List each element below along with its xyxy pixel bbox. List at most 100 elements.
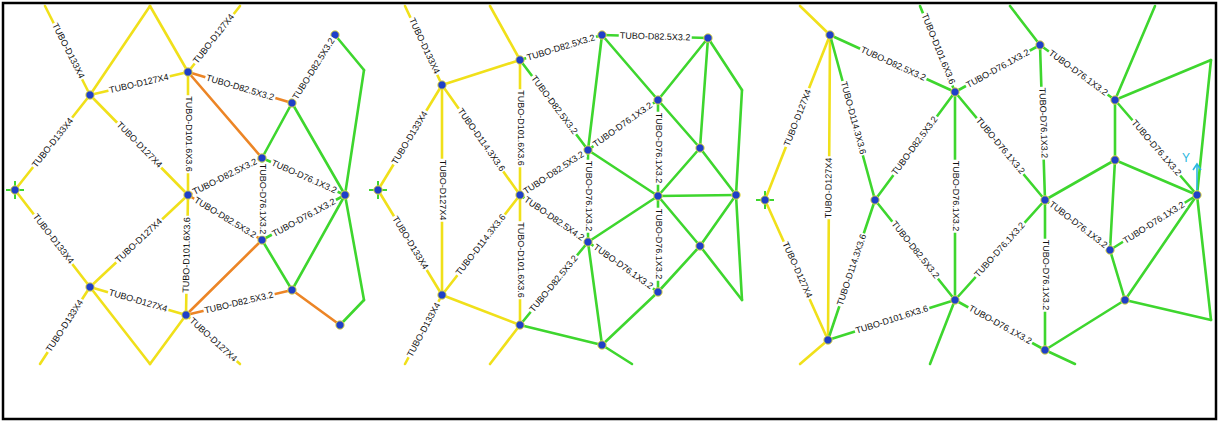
truss-member [186, 315, 240, 364]
truss-member [658, 196, 700, 246]
joint-dot [1121, 296, 1129, 304]
axis-arrow [1196, 164, 1198, 190]
joint-dot [584, 238, 592, 246]
joint-dot [184, 191, 192, 199]
truss-member [15, 95, 90, 190]
section-label: TUBO-D82.5X4.2 [522, 194, 587, 243]
section-label: TUBO-D133X4 [390, 213, 430, 271]
truss-member [188, 72, 292, 103]
truss-member [1045, 350, 1075, 364]
section-label: TUBO-D76.1X3.2 [1041, 239, 1050, 312]
joint-dot [1193, 191, 1201, 199]
section-label: TUBO-D76.1X3.2 [973, 115, 1026, 176]
truss-member [828, 200, 875, 340]
joint-dot [258, 236, 266, 244]
section-label: TUBO-D114.3X3.6 [838, 79, 867, 156]
truss-member [588, 100, 658, 150]
truss-member [262, 158, 345, 195]
section-label: TUBO-D101.6X3.6 [516, 89, 525, 167]
truss-member [90, 95, 188, 195]
truss-member [335, 35, 364, 70]
section-label: TUBO-D82.5X3.2 [619, 31, 692, 42]
joint-dot [336, 321, 344, 329]
joint-dot [86, 91, 94, 99]
section-label: TUBO-D101.6X3.6 [184, 95, 193, 173]
truss-member [490, 325, 520, 364]
section-label: TUBO-D76.1X3.2 [1120, 199, 1186, 245]
joint-dot [11, 186, 19, 194]
axis-label: Y [1182, 152, 1190, 164]
joint-dot [1111, 156, 1119, 164]
section-label: TUBO-D82.5X3.2 [529, 73, 580, 136]
truss-member [800, 6, 830, 35]
truss-member [588, 35, 602, 150]
section-label: TUBO-D76.1X3.2 [258, 163, 267, 236]
joint-dot [438, 291, 446, 299]
truss-member [1110, 160, 1115, 250]
joint-dot [584, 146, 592, 154]
section-label: TUBO-D76.1X3.2 [591, 242, 655, 291]
truss-member [955, 45, 1040, 92]
truss-member [658, 195, 736, 196]
truss-member [736, 90, 742, 195]
section-label: TUBO-D127X4 [782, 87, 813, 148]
section-label: TUBO-D82.5X3.2 [204, 73, 276, 102]
joint-dot [1036, 41, 1044, 49]
joint-dot [1041, 346, 1049, 354]
section-label: TUBO-D76.1X3.2 [584, 160, 593, 233]
truss-member [602, 292, 658, 345]
truss-member [1110, 250, 1125, 300]
truss-member [588, 196, 658, 242]
section-label: TUBO-D76.1X3.2 [654, 112, 663, 185]
truss-member [520, 195, 588, 242]
truss-member [490, 6, 520, 60]
truss-member [1197, 60, 1211, 195]
truss-member [1114, 100, 1117, 160]
section-label: TUBO-D127X4 [191, 12, 237, 67]
joint-dot [598, 31, 606, 39]
truss-member [658, 148, 700, 196]
section-label: TUBO-D101.6X3.6 [182, 216, 192, 294]
section-label: TUBO-D82.5X3.2 [890, 114, 940, 178]
truss-member [520, 242, 588, 325]
truss-member [700, 148, 736, 195]
section-label: TUBO-D101.6X3.6 [853, 304, 930, 336]
truss-member [588, 242, 658, 292]
truss-member [378, 190, 442, 295]
truss-member [520, 60, 588, 150]
truss-member [262, 240, 292, 290]
section-label: TUBO-D82.5X3.2 [191, 156, 260, 196]
truss-member [1115, 160, 1197, 195]
truss-member [90, 287, 186, 315]
truss-member [150, 6, 188, 72]
section-label: TUBO-D127X4 [113, 216, 165, 265]
section-label: TUBO-D127X4 [438, 159, 447, 222]
joint-dot [654, 96, 662, 104]
section-label: TUBO-D127X4 [114, 120, 164, 171]
truss-member [520, 325, 602, 345]
section-label: TUBO-D127X4 [108, 72, 171, 95]
section-label: TUBO-D76.1X3.2 [951, 160, 960, 233]
section-label: TUBO-D82.5X3.2 [192, 195, 259, 240]
joint-dot [1111, 96, 1119, 104]
truss-members [6, 6, 1211, 364]
truss-member [875, 92, 955, 200]
joint-dot [288, 286, 296, 294]
joint-dot [258, 154, 266, 162]
truss-member [588, 242, 602, 345]
joint-dot [86, 283, 94, 291]
joint-dot [654, 288, 662, 296]
truss-member [588, 150, 658, 196]
truss-member [765, 35, 830, 200]
truss-member [1197, 195, 1211, 320]
section-label: TUBO-D133X4 [405, 300, 442, 359]
truss-member [340, 300, 364, 325]
truss-member [955, 92, 1045, 200]
truss-member [405, 6, 442, 85]
joint-dot [184, 68, 192, 76]
truss-member [700, 195, 736, 246]
section-label: TUBO-D133X4 [44, 297, 86, 354]
truss-member [442, 195, 520, 295]
section-label: TUBO-D82.5X3.2 [521, 149, 586, 197]
truss-member [800, 340, 828, 364]
